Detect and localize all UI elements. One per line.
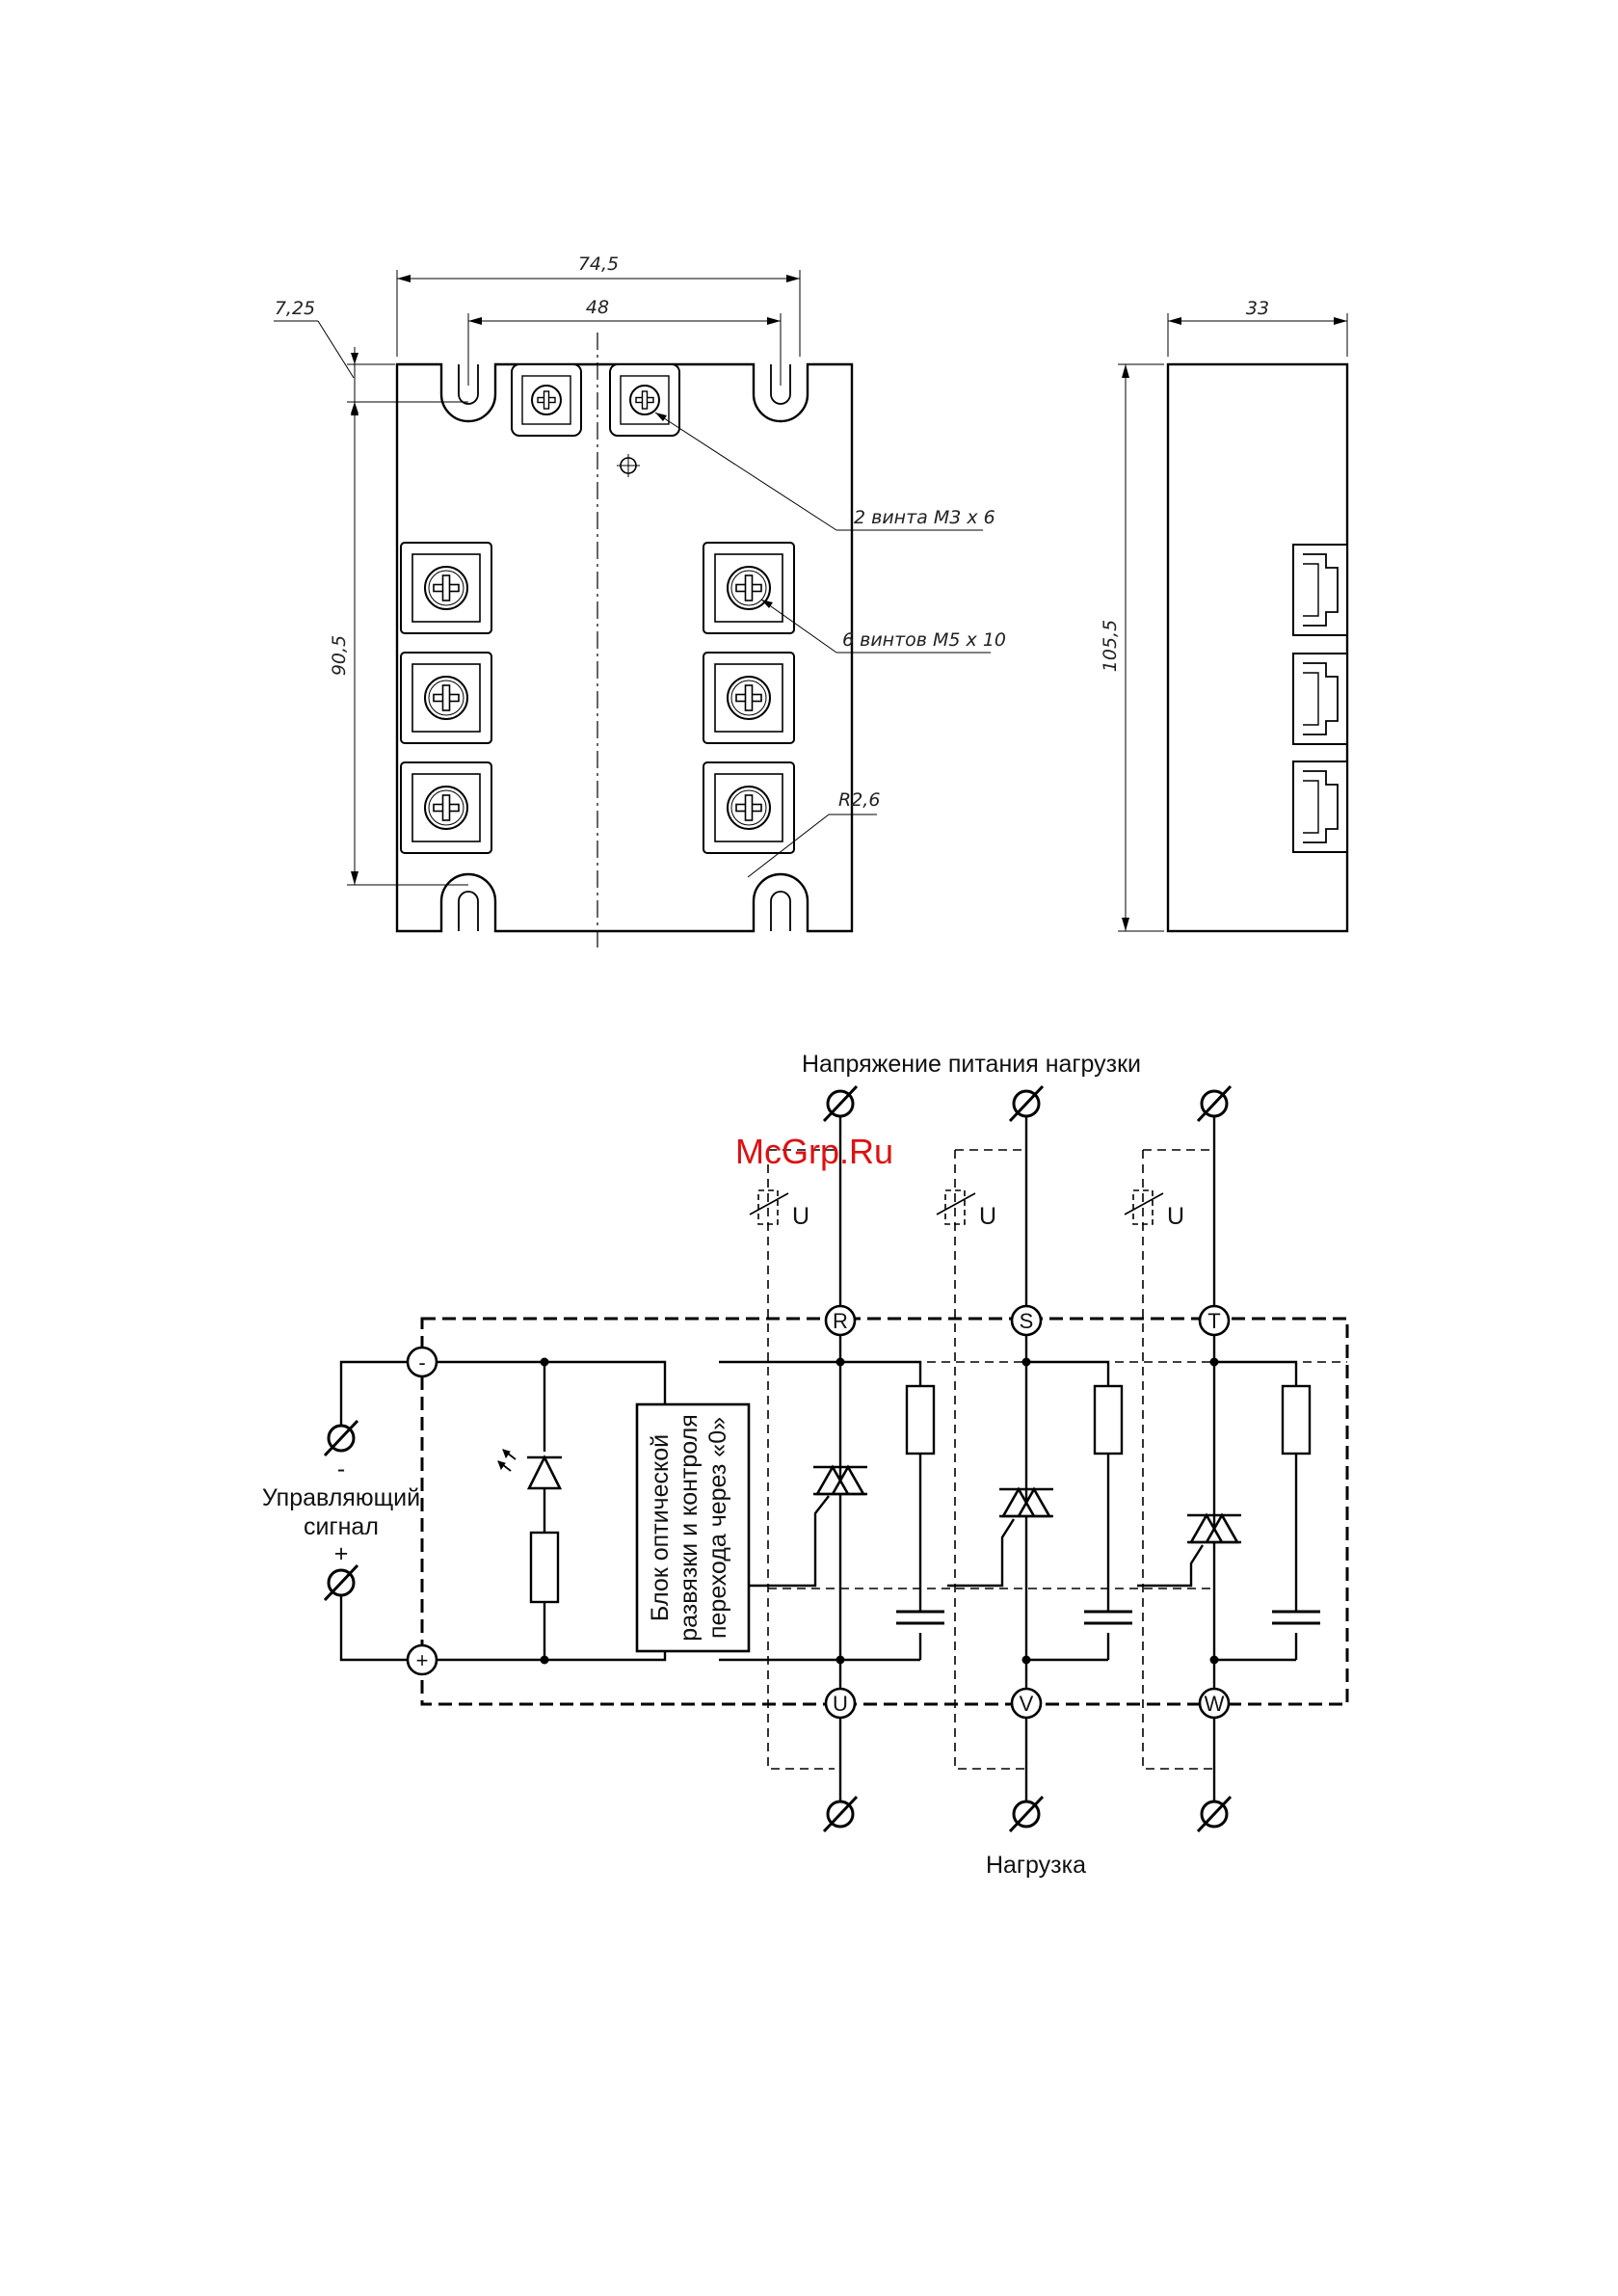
top-view: 74,5 48 7,25 90,5 2 винта М3 х 6 6 винто…	[274, 254, 1006, 949]
supply-terminal-t	[1198, 1086, 1231, 1121]
supply-terminal-r	[824, 1086, 857, 1121]
node-w: W	[1205, 1692, 1225, 1716]
slot-bottom-right	[771, 892, 790, 931]
module-boundary	[422, 1319, 1347, 1704]
varistor-label-t: U	[1167, 1203, 1184, 1230]
varistor-label-s: U	[979, 1203, 996, 1230]
slot-bottom-left	[459, 892, 478, 931]
dim-depth: 33	[1246, 298, 1269, 319]
control-plus-label: +	[334, 1540, 349, 1567]
supply-terminal-s	[1010, 1086, 1043, 1121]
schematic	[325, 1086, 1347, 1831]
varistor-label-r: U	[792, 1203, 809, 1230]
node-minus: -	[418, 1350, 425, 1375]
dim-overall-width: 74,5	[578, 254, 619, 275]
block-label-line1: Блок оптической	[647, 1434, 674, 1621]
load-terminal-v	[1010, 1797, 1043, 1831]
supply-label: Напряжение питания нагрузки	[802, 1051, 1141, 1078]
dim-mount-spacing: 48	[586, 297, 609, 318]
side-terminal-2	[1293, 654, 1347, 744]
load-terminal-w	[1198, 1797, 1231, 1831]
side-view: 33 105,5	[1100, 298, 1347, 931]
dim-height: 90,5	[329, 635, 350, 676]
load-terminal-u	[824, 1797, 857, 1831]
power-screw-1	[401, 543, 491, 633]
side-terminal-3	[1293, 761, 1347, 852]
small-screw-left	[512, 364, 581, 436]
dim-full-height: 105,5	[1100, 620, 1121, 672]
power-screw-2	[401, 653, 491, 743]
node-u: U	[833, 1692, 848, 1716]
watermark: McGrp.Ru	[735, 1132, 893, 1171]
power-screw-5	[703, 653, 794, 743]
control-terminal-minus	[325, 1421, 358, 1455]
resistor-control	[531, 1533, 558, 1602]
dim-edge-offset: 7,25	[275, 298, 315, 319]
node-s: S	[1020, 1309, 1034, 1333]
block-label-line3: перехода через «0»	[704, 1417, 731, 1639]
power-screw-4	[703, 543, 794, 633]
control-minus-label: -	[337, 1455, 345, 1482]
side-terminal-1	[1293, 545, 1347, 635]
node-v: V	[1020, 1692, 1034, 1716]
node-plus: +	[416, 1648, 429, 1672]
callout-radius: R2,6	[838, 789, 880, 811]
callout-small-screws: 2 винта М3 х 6	[854, 507, 995, 528]
load-label: Нагрузка	[986, 1852, 1086, 1879]
control-label-line2: сигнал	[304, 1513, 379, 1540]
power-screw-6	[703, 762, 794, 853]
callout-large-screws: 6 винтов М5 х 10	[842, 629, 1006, 651]
node-r: R	[833, 1309, 848, 1333]
control-label-line1: Управляющий	[262, 1484, 420, 1511]
small-screw-right	[610, 364, 679, 436]
control-terminal-plus	[325, 1565, 358, 1600]
node-t: T	[1207, 1309, 1220, 1333]
power-screw-3	[401, 762, 491, 853]
led	[498, 1450, 562, 1488]
block-label-line2: развязки и контроля	[676, 1414, 703, 1642]
